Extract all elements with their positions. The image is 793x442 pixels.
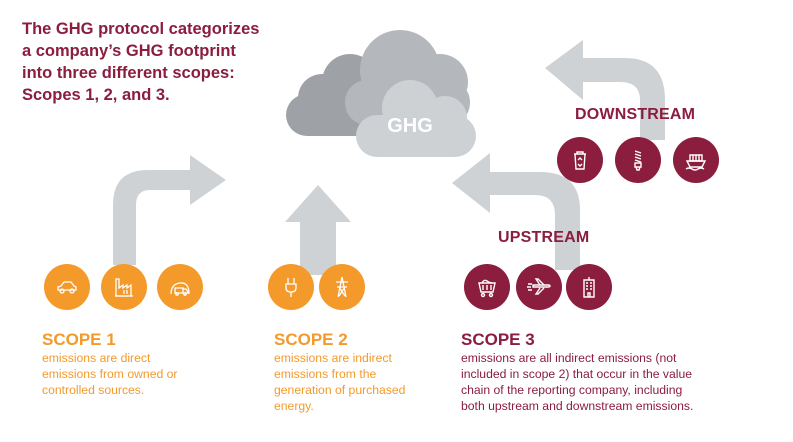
intro-text: The GHG protocol categorizes a company’s… xyxy=(22,18,302,106)
mining-cart-icon xyxy=(464,264,510,310)
scope3-line: included in scope 2) that occur in the v… xyxy=(461,367,693,381)
upstream-arrow xyxy=(452,153,580,270)
garbage-truck-icon xyxy=(157,264,203,310)
scope1-line: emissions are direct xyxy=(42,351,151,365)
scope3-line: both upstream and downstream emissions. xyxy=(461,399,694,413)
scope2-block: SCOPE 2 emissions are indirect emissions… xyxy=(274,330,405,414)
scope2-title: SCOPE 2 xyxy=(274,330,348,349)
scope3-line: chain of the reporting company, includin… xyxy=(461,383,683,397)
intro-line: a company’s GHG footprint xyxy=(22,42,236,60)
office-building-icon xyxy=(566,264,612,310)
intro-line: The GHG protocol categorizes xyxy=(22,20,260,38)
scope2-line: energy. xyxy=(274,399,314,413)
scope2-line: emissions from the xyxy=(274,367,377,381)
factory-icon xyxy=(101,264,147,310)
downstream-arrow xyxy=(545,40,665,140)
airplane-icon xyxy=(516,264,562,310)
car-icon xyxy=(44,264,90,310)
scope2-arrow xyxy=(285,185,351,275)
scope3-line: emissions are all indirect emissions (no… xyxy=(461,351,677,365)
power-tower-icon xyxy=(319,264,365,310)
scope1-description: emissions are direct emissions from owne… xyxy=(42,350,177,398)
scope1-arrow xyxy=(113,155,226,265)
scope2-line: generation of purchased xyxy=(274,383,406,397)
scope3-description: emissions are all indirect emissions (no… xyxy=(461,350,693,414)
scope2-description: emissions are indirect emissions from th… xyxy=(274,350,405,414)
downstream-label: DOWNSTREAM xyxy=(575,106,696,123)
scope2-line: emissions are indirect xyxy=(274,351,392,365)
scope1-title: SCOPE 1 xyxy=(42,330,116,349)
electric-plug-icon xyxy=(268,264,314,310)
scope1-line: controlled sources. xyxy=(42,383,145,397)
scope3-block: SCOPE 3 emissions are all indirect emiss… xyxy=(461,330,693,414)
upstream-label: UPSTREAM xyxy=(498,229,590,246)
cargo-ship-icon xyxy=(673,137,719,183)
intro-line: into three different scopes: xyxy=(22,64,235,82)
recycling-bin-icon xyxy=(557,137,603,183)
ghg-cloud-light xyxy=(356,80,476,157)
scope1-block: SCOPE 1 emissions are direct emissions f… xyxy=(42,330,177,398)
light-bulb-icon xyxy=(615,137,661,183)
intro-line: Scopes 1, 2, and 3. xyxy=(22,86,170,104)
ghg-cloud-label: GHG xyxy=(387,115,433,137)
scope1-line: emissions from owned or xyxy=(42,367,178,381)
scope3-title: SCOPE 3 xyxy=(461,330,535,349)
